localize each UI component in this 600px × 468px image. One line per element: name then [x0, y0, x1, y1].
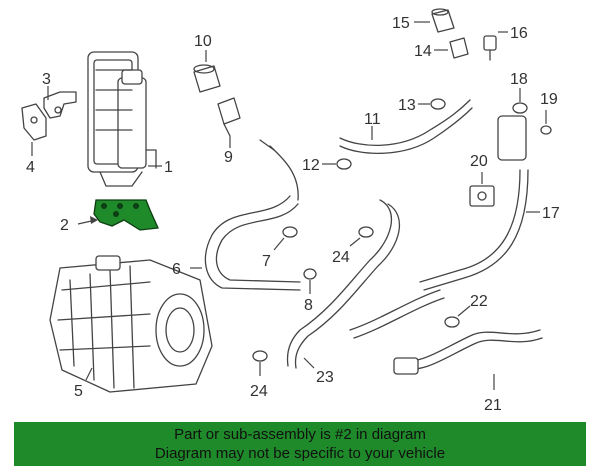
part-2-bracket-shape[interactable]: [93, 199, 159, 231]
callout-16: 16: [510, 25, 528, 42]
part-1-module[interactable]: [87, 51, 157, 187]
callout-2: 2: [60, 217, 69, 234]
callout-8: 8: [304, 297, 313, 314]
callout-12: 12: [302, 157, 320, 174]
callout-5: 5: [74, 383, 83, 400]
part-2-bracket[interactable]: [93, 199, 159, 231]
part-24-o-ring-lower[interactable]: [252, 350, 268, 362]
part-10-cap[interactable]: [193, 64, 221, 93]
notice-line-1: Part or sub-assembly is #2 in diagram: [174, 426, 426, 443]
callout-22: 22: [470, 293, 488, 310]
callout-21: 21: [484, 397, 502, 414]
part-13-o-ring[interactable]: [430, 98, 446, 110]
callout-19: 19: [540, 91, 558, 108]
part-9-valve[interactable]: [217, 97, 241, 137]
part-19-o-ring[interactable]: [540, 125, 552, 135]
part-16-sensor[interactable]: [483, 35, 497, 61]
callout-3: 3: [42, 71, 51, 88]
callout-18: 18: [510, 71, 528, 88]
part-23-line[interactable]: [286, 199, 445, 369]
callout-24-lower: 24: [250, 383, 268, 400]
part-7-o-ring[interactable]: [282, 226, 298, 238]
callout-11: 11: [364, 111, 381, 128]
callout-14: 14: [414, 43, 432, 60]
callout-7: 7: [262, 253, 271, 270]
callout-10: 10: [194, 33, 212, 50]
callout-17: 17: [542, 205, 560, 222]
part-8-o-ring[interactable]: [303, 268, 317, 280]
part-11-line[interactable]: [339, 99, 473, 155]
part-17-line[interactable]: [419, 115, 529, 291]
part-5-compressor[interactable]: [49, 255, 213, 393]
part-6-hose[interactable]: [204, 139, 301, 291]
part-18-o-ring[interactable]: [512, 102, 528, 114]
callout-1: 1: [164, 159, 173, 176]
part-4-bracket[interactable]: [21, 103, 47, 141]
part-21-line[interactable]: [393, 329, 543, 375]
part-15-cap[interactable]: [431, 8, 455, 33]
callout-4: 4: [26, 159, 35, 176]
callout-23: 23: [316, 369, 334, 386]
callout-9: 9: [224, 149, 233, 166]
callout-20: 20: [470, 153, 488, 170]
notice-line-2: Diagram may not be specific to your vehi…: [154, 445, 446, 462]
callout-13: 13: [398, 97, 416, 114]
part-22-o-ring[interactable]: [444, 316, 460, 328]
part-20-sensor[interactable]: [469, 185, 495, 207]
part-3-bracket[interactable]: [43, 91, 77, 119]
notice-banner: Part or sub-assembly is #2 in diagram Di…: [14, 422, 586, 466]
callout-15: 15: [392, 15, 410, 32]
part-24-o-ring-upper[interactable]: [358, 226, 374, 238]
exploded-parts-diagram: 1 2 3 4: [21, 8, 560, 414]
part-14-fitting[interactable]: [449, 37, 469, 59]
callout-6: 6: [172, 261, 181, 278]
callout-24-upper: 24: [332, 249, 350, 266]
part-12-o-ring[interactable]: [336, 158, 352, 170]
